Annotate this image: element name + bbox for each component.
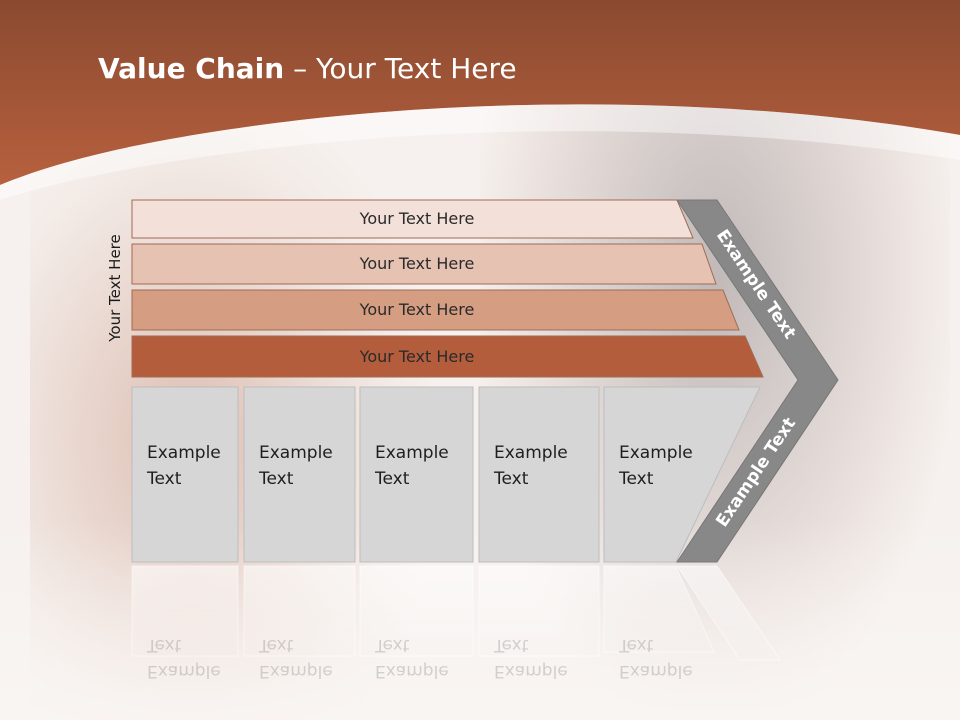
primary-activity-label: Example Text [494, 443, 568, 489]
primary-activity-label-reflection: Example Text [147, 635, 221, 681]
support-bar-label: Your Text Here [359, 254, 475, 273]
primary-activity-label-reflection: Example Text [259, 635, 333, 681]
primary-activity-label: Example Text [375, 443, 449, 489]
primary-activity-box [603, 386, 761, 563]
primary-activity-reflection [359, 565, 474, 657]
primary-activity-label: Example Text [147, 443, 221, 489]
primary-activity-label: Example Text [619, 443, 693, 489]
slide-title: Value Chain – Your Text Here [98, 52, 517, 85]
primary-activity-label: Example Text [259, 443, 333, 489]
support-bar-label: Your Text Here [359, 346, 475, 366]
primary-activity-box [478, 386, 600, 563]
primary-activity-box [131, 386, 239, 563]
primary-activity-box [243, 386, 356, 563]
margin-chevron-reflection [676, 565, 781, 661]
primary-activity-reflection [603, 565, 715, 653]
support-bar [131, 199, 694, 239]
header-band [0, 0, 960, 200]
margin-chevron [676, 199, 839, 563]
primary-activity-label-reflection: Example Text [494, 635, 568, 681]
support-bar [131, 289, 740, 331]
support-bar [131, 243, 717, 285]
primary-activity-reflection [243, 565, 356, 657]
primary-activity-label-reflection: Example Text [619, 635, 693, 681]
primary-activity-box [359, 386, 474, 563]
primary-activity-reflection [478, 565, 600, 657]
primary-activity-reflection [131, 565, 239, 657]
title-bold: Value Chain [98, 52, 285, 85]
support-bar [131, 335, 764, 378]
support-bar-label: Your Text Here [359, 300, 475, 319]
title-rest: – Your Text Here [284, 52, 517, 85]
support-bar-label: Your Text Here [359, 209, 475, 228]
primary-activity-label-reflection: Example Text [375, 635, 449, 681]
